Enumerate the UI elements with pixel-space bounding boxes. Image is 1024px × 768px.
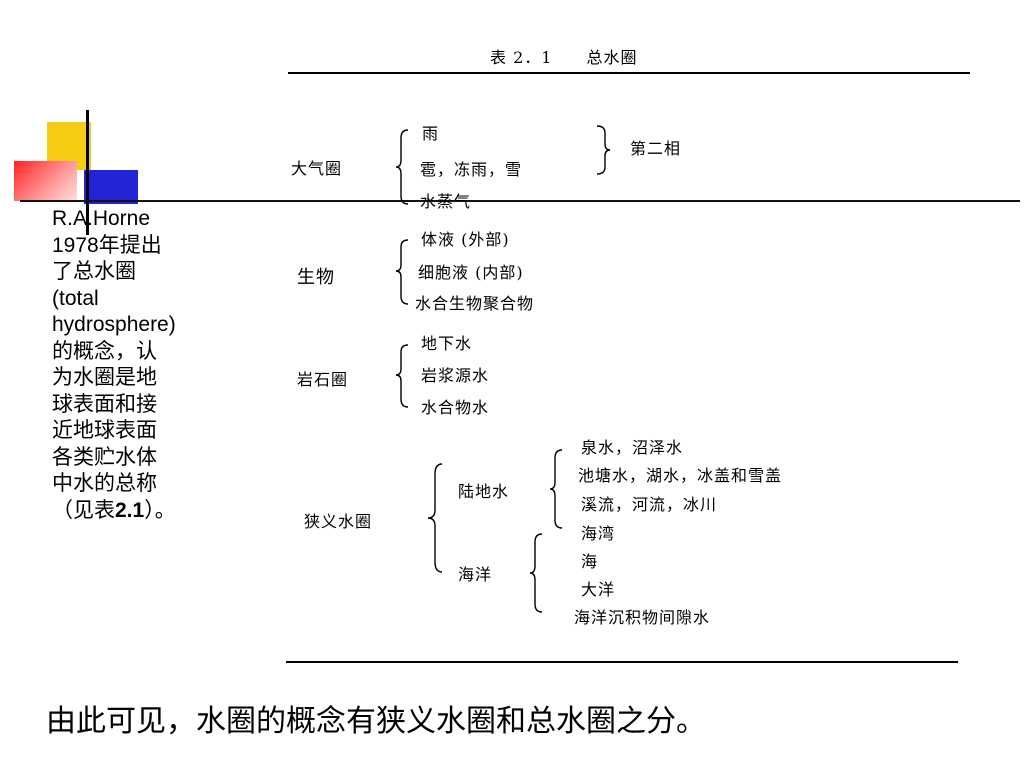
list-item: 大洋 [581,580,616,599]
side-description: R.A.Horne 1978年提出 了总水圈 (total hydrospher… [52,206,232,524]
brace-ocean [529,533,543,613]
side-line: (total [52,286,99,310]
list-item: 雨 [422,124,440,143]
brace-narrow-hydrosphere [427,463,443,573]
list-item: 海洋沉积物间隙水 [574,608,711,627]
decor-red-gradient-square [14,161,77,201]
table-reference: 2.1 [115,498,145,522]
decor-vertical-line [86,110,89,235]
list-item: 海 [581,552,599,571]
side-line: 中水的总称 [52,472,157,495]
side-line: 近地球表面 [52,419,157,442]
group-biosphere-label: 生物 [297,267,335,288]
group-atmosphere-label: 大气圈 [291,159,343,178]
brace-lithosphere [395,344,409,408]
table-title: 表 2．1 总水圈 [490,48,638,67]
group-narrow-hydrosphere-label: 狭义水圈 [304,512,373,531]
side-text-fragment: ）。 [144,498,176,522]
brace-atmosphere [395,129,409,205]
side-line: 球表面和接 [52,392,157,416]
conclusion-text: 由此可见，水圈的概念有狭义水圈和总水圈之分。 [46,704,706,739]
side-line: 的概念，认 [52,339,157,363]
side-line: 为水圈是地 [52,366,157,389]
decor-horizontal-line [20,200,1020,202]
side-line: 了总水圈 [52,260,136,283]
decor-blue-square [84,170,138,204]
group-lithosphere-label: 岩石圈 [297,370,349,389]
side-line: 1978年提出 [52,233,162,257]
side-line: hydrosphere) [52,313,176,336]
list-item: 雹，冻雨，雪 [420,160,523,179]
list-item: 体液 (外部) [421,230,510,249]
note-second-phase: 第二相 [630,139,682,158]
table-bottom-rule [286,661,958,663]
list-item: 地下水 [421,334,473,353]
brace-second-phase [596,125,611,175]
side-line: R.A.Horne [52,207,151,230]
subgroup-land-water-label: 陆地水 [458,482,510,501]
list-item: 海湾 [581,524,616,543]
list-item: 水蒸气 [420,192,472,211]
subgroup-ocean-label: 海洋 [458,565,493,584]
list-item: 泉水，沼泽水 [581,438,684,457]
list-item: 池塘水，湖水，冰盖和雪盖 [578,466,783,485]
brace-land-water [549,449,563,529]
side-line: （见表2.1）。 [52,498,232,525]
list-item: 水合生物聚合物 [415,294,535,313]
list-item: 细胞液 (内部) [418,263,524,282]
list-item: 水合物水 [421,398,490,417]
side-text-fragment: （见表 [52,498,115,522]
list-item: 溪流，河流，冰川 [581,495,718,514]
list-item: 岩浆源水 [421,366,490,385]
table-top-rule [288,72,970,74]
side-line: 各类贮水体 [52,445,157,469]
brace-biosphere [395,239,409,305]
